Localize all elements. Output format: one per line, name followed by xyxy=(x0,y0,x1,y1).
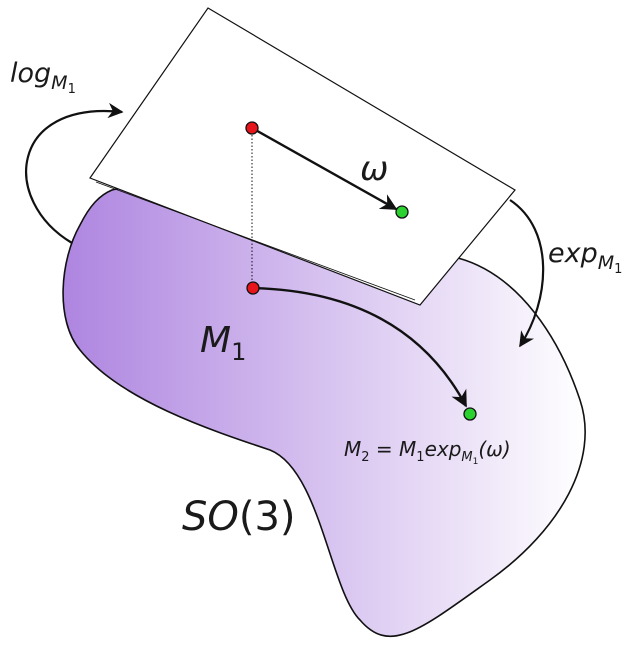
m2-point xyxy=(463,407,477,421)
m1-point xyxy=(246,281,260,295)
geodesic-curve xyxy=(251,286,468,408)
m2-equation-label: M2 = M1expM1(ω) xyxy=(344,437,511,467)
omega-endpoint xyxy=(395,205,409,219)
omega-label: ω xyxy=(360,149,388,189)
omega-arrow xyxy=(251,126,398,211)
curved-arrow-log-icon xyxy=(25,102,124,244)
curved-arrow-exp-icon xyxy=(509,199,545,348)
exp-map-label: expM1 xyxy=(548,238,622,277)
tangent-plane-edge xyxy=(95,181,416,301)
manifold-label: SO(3) xyxy=(182,494,296,540)
log-map-label: logM1 xyxy=(10,58,76,97)
tangent-origin-point xyxy=(245,121,259,135)
m1-label: M1 xyxy=(200,320,246,366)
